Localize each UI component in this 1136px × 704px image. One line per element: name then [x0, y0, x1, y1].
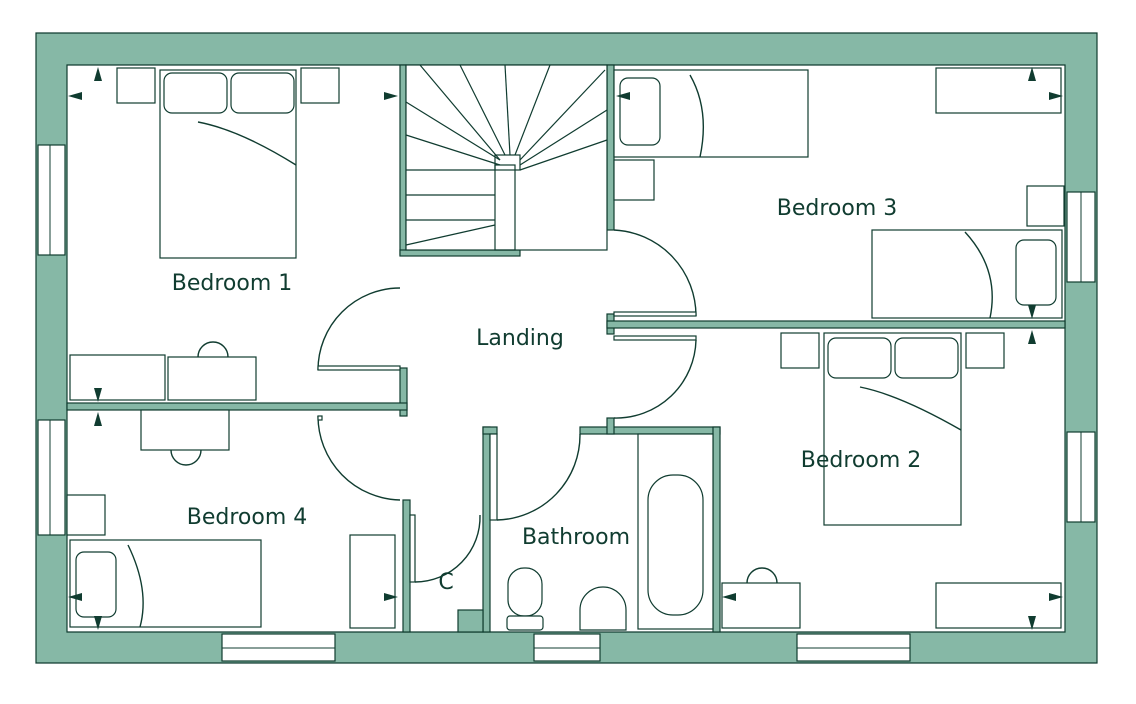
- exterior-wall: [35, 32, 1098, 664]
- doors[interactable]: [317, 229, 697, 583]
- room-label-landing: Landing: [476, 326, 564, 351]
- dimension-markers: [68, 67, 1063, 630]
- sink: [579, 586, 627, 631]
- desk-bedroom1: [167, 356, 257, 401]
- room-label-bedroom3: Bedroom 3: [777, 196, 898, 221]
- windows: [37, 144, 1096, 662]
- toilet: [507, 567, 543, 617]
- door-bedroom1: [317, 287, 401, 371]
- door-bathroom: [496, 433, 581, 521]
- staircase[interactable]: [405, 64, 608, 251]
- room-label-bedroom2: Bedroom 2: [801, 448, 922, 473]
- window-bedroom4: [37, 419, 66, 536]
- room-label-bathroom: Bathroom: [522, 525, 630, 550]
- desk-bedroom4: [140, 409, 230, 451]
- room-label-bedroom4: Bedroom 4: [187, 505, 308, 530]
- furniture: [66, 67, 1065, 631]
- desk-bedroom2: [721, 582, 801, 629]
- door-cupboard: [414, 514, 481, 583]
- room-label-bedroom1: Bedroom 1: [172, 271, 293, 296]
- door-bedroom4: [317, 415, 401, 501]
- door-bedroom3: [613, 229, 697, 317]
- room-label-cupboard: C: [438, 570, 453, 595]
- window-bedroom1: [37, 144, 66, 256]
- door-bedroom2: [613, 339, 697, 419]
